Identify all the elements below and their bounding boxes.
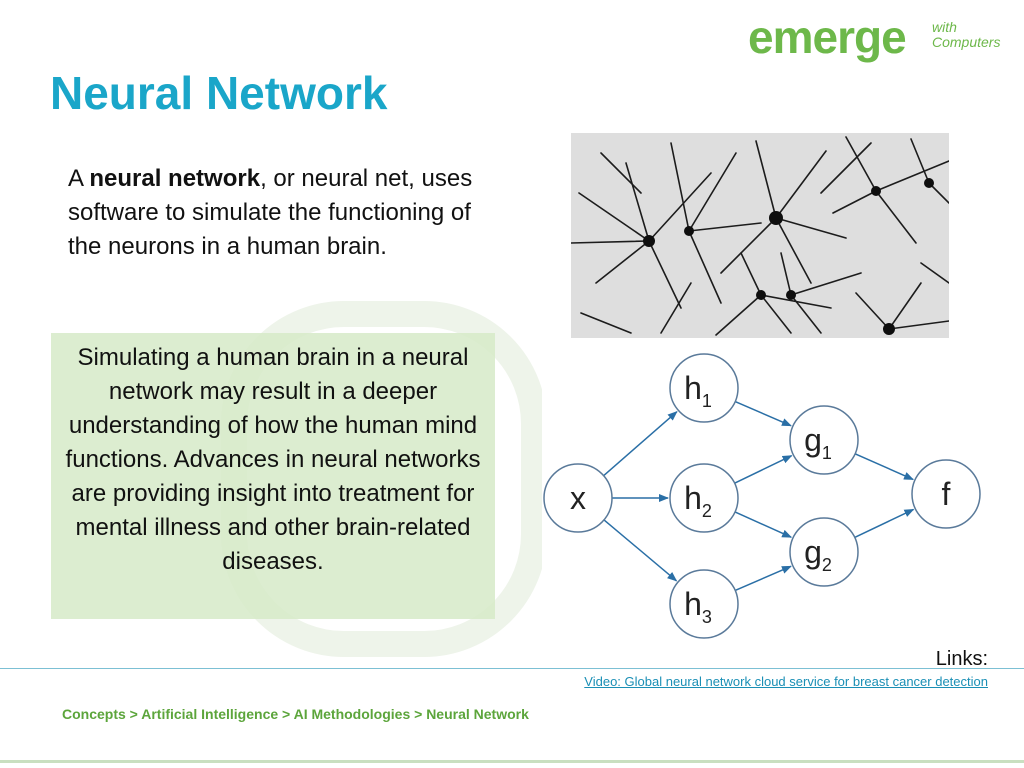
footer-divider (0, 668, 1024, 669)
node-g1 (789, 405, 859, 475)
intro-prefix: A (68, 165, 90, 192)
edge-h1-g1 (734, 400, 792, 427)
node-h1 (669, 353, 739, 423)
node-h3 (669, 569, 739, 639)
logo-wordmark: emerge (748, 11, 907, 63)
intro-bold-term: neural network (89, 165, 261, 192)
neuron-photo (571, 133, 949, 338)
node-x (543, 463, 613, 533)
edge-h2-g2 (734, 511, 793, 538)
intro-suffix: , or neural net, uses software to simula… (68, 165, 473, 260)
edge-h2-g1 (734, 454, 793, 484)
edge-g2-f (854, 508, 915, 539)
links-label: Links: (935, 648, 988, 670)
edge-x-h3 (603, 519, 678, 582)
callout-box: Simulating a human brain in a neural net… (51, 333, 495, 619)
node-label-x: x (570, 480, 586, 516)
logo-sub-line1: with (932, 19, 957, 35)
edge-g1-f (854, 453, 914, 481)
intro-paragraph: A neural network, or neural net, uses so… (68, 162, 508, 264)
breadcrumb: Concepts > Artificial Intelligence > AI … (62, 706, 529, 722)
node-label-h3: h3 (684, 586, 712, 627)
node-g2 (789, 517, 859, 587)
logo-subtext: with Computers (932, 20, 1000, 50)
node-f (911, 459, 981, 529)
page-title: Neural Network (50, 67, 388, 119)
node-label-f: f (942, 476, 951, 512)
logo-sub-line2: Computers (932, 34, 1001, 50)
node-h2 (669, 463, 739, 533)
emerge-logo: emerge with Computers (748, 11, 1013, 64)
video-link[interactable]: Video: Global neural network cloud servi… (584, 674, 988, 689)
edge-h3-g2 (734, 565, 792, 592)
edge-x-h1 (603, 411, 678, 477)
bottom-border (0, 760, 1024, 763)
